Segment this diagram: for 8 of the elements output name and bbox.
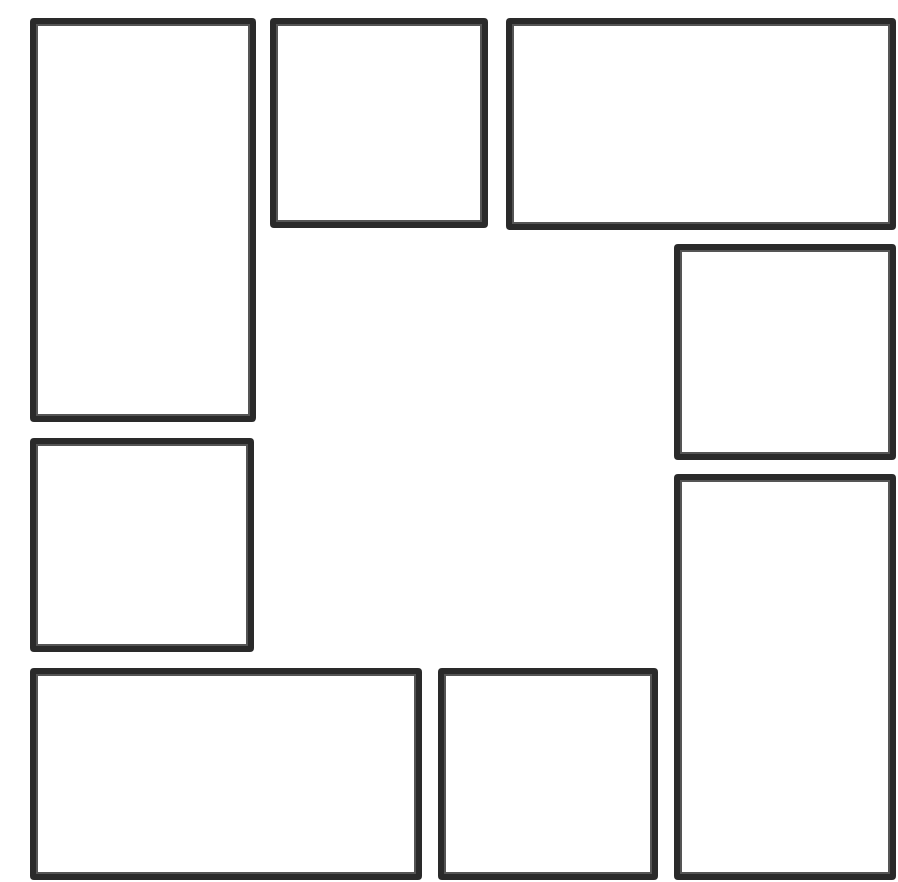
- empty-frame: [30, 18, 256, 422]
- empty-frame: [30, 438, 254, 652]
- empty-frame: [506, 18, 896, 230]
- empty-frame: [674, 244, 896, 460]
- empty-frame: [30, 668, 422, 880]
- empty-frame: [438, 668, 658, 880]
- empty-frame: [270, 18, 488, 228]
- empty-frame: [674, 474, 896, 880]
